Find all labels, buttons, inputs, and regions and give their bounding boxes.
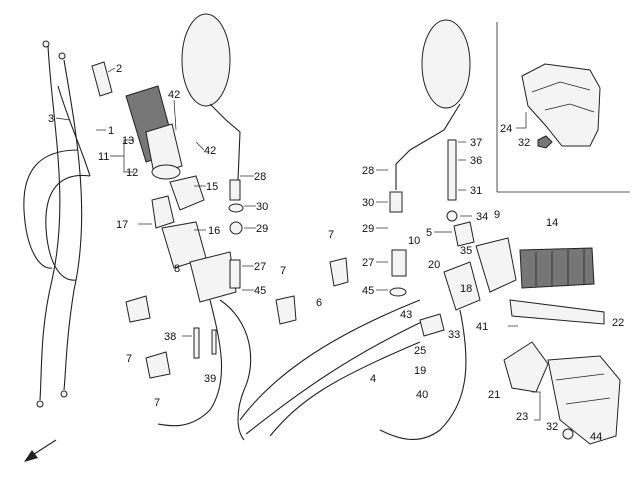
callout-3: 3 (48, 113, 54, 125)
callout-40: 40 (416, 389, 428, 401)
callout-16: 16 (208, 225, 220, 237)
callout-34: 34 (476, 211, 488, 223)
callout-23: 23 (516, 411, 528, 423)
callout-7-b: 7 (126, 353, 132, 365)
callout-19: 19 (414, 365, 426, 377)
clutch-cables[interactable] (239, 257, 431, 437)
leader-lines (55, 67, 541, 421)
callout-32-lower: 32 (546, 421, 558, 433)
callout-4: 4 (370, 373, 376, 385)
throttle-cables[interactable] (23, 40, 91, 408)
throttle-housing[interactable] (151, 175, 243, 303)
right-grip[interactable] (519, 247, 595, 289)
inset-box (496, 22, 630, 193)
right-mirror[interactable] (395, 19, 471, 190)
callout-6: 6 (316, 297, 322, 309)
callout-35: 35 (460, 245, 472, 257)
callout-27-right: 27 (362, 257, 374, 269)
callout-42-a: 42 (168, 89, 180, 101)
callout-36: 36 (470, 155, 482, 167)
clutch-lever[interactable] (509, 299, 605, 325)
cable-sleeve[interactable] (91, 61, 113, 97)
callout-7-c: 7 (154, 397, 160, 409)
handguard[interactable] (503, 341, 621, 445)
callout-22: 22 (612, 317, 624, 329)
mirror-adapter-right[interactable] (389, 139, 458, 297)
callout-28-right: 28 (362, 165, 374, 177)
callout-14: 14 (546, 217, 558, 229)
callout-2: 2 (116, 63, 122, 75)
callout-44: 44 (590, 431, 602, 443)
clutch-housing[interactable] (379, 221, 517, 441)
callout-5: 5 (426, 227, 432, 239)
callout-45-right: 45 (362, 285, 374, 297)
callout-15: 15 (206, 181, 218, 193)
callout-37: 37 (470, 137, 482, 149)
callout-30-right: 30 (362, 197, 374, 209)
callout-7-d: 7 (328, 229, 334, 241)
callout-20: 20 (428, 259, 440, 271)
handguard-inset[interactable] (521, 63, 601, 149)
callout-43: 43 (400, 309, 412, 321)
callout-41: 41 (476, 321, 488, 333)
callout-29-left: 29 (256, 223, 268, 235)
callout-10: 10 (408, 235, 420, 247)
callout-21: 21 (488, 389, 500, 401)
left-wiring[interactable] (125, 295, 252, 441)
callout-1: 1 (108, 125, 114, 137)
callout-28-left: 28 (254, 171, 266, 183)
left-mirror[interactable] (181, 13, 241, 181)
callout-33: 33 (448, 329, 460, 341)
throttle-grip[interactable] (125, 85, 183, 180)
mirror-adapter-left[interactable] (228, 179, 244, 213)
arrow-down-left-icon (24, 439, 57, 462)
callout-labels: 1 2 3 11 13 12 42 42 15 28 30 17 16 29 8… (48, 63, 624, 443)
callout-24: 24 (500, 123, 512, 135)
callout-8: 8 (174, 263, 180, 275)
callout-42-b: 42 (204, 145, 216, 157)
callout-9: 9 (494, 209, 500, 221)
callout-38: 38 (164, 331, 176, 343)
callout-29-right: 29 (362, 223, 374, 235)
callout-27-left: 27 (254, 261, 266, 273)
callout-45-left: 45 (254, 285, 266, 297)
callout-25: 25 (414, 345, 426, 357)
callout-12: 12 (126, 167, 138, 179)
callout-18: 18 (460, 283, 472, 295)
callout-11: 11 (98, 151, 109, 163)
callout-32-inset: 32 (518, 137, 530, 149)
callout-7-a: 7 (280, 265, 286, 277)
callout-17: 17 (116, 219, 128, 231)
callout-39: 39 (204, 373, 216, 385)
callout-30-left: 30 (256, 201, 268, 213)
callout-13: 13 (122, 135, 134, 147)
callout-31: 31 (470, 185, 482, 197)
